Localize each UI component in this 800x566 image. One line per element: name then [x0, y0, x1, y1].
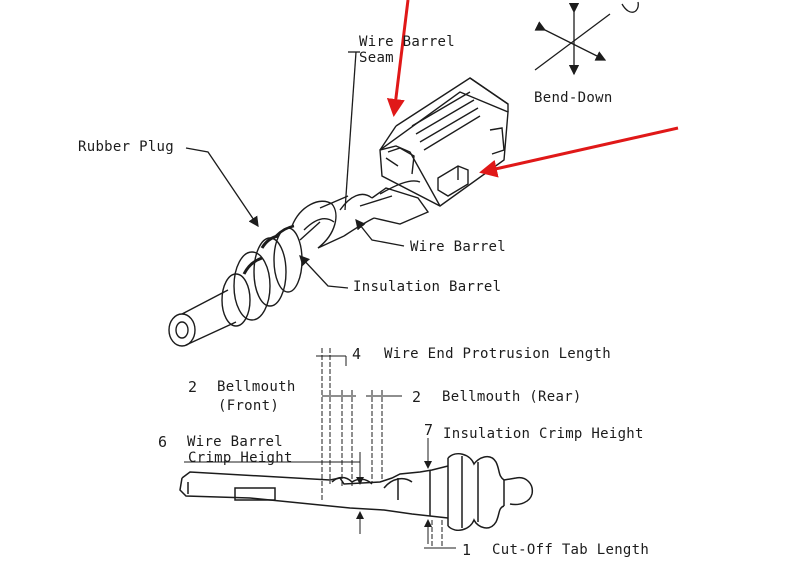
dim-1-number: 1: [462, 541, 472, 559]
dim-7-number: 7: [424, 421, 434, 439]
bend-down-indicator: [534, 1, 639, 76]
dim-7-label: Insulation Crimp Height: [443, 426, 644, 442]
bend-down-label: Bend-Down: [534, 90, 613, 106]
dim-6-number: 6: [158, 433, 168, 451]
wire-barrel-seam-label-line1: Wire Barrel: [359, 34, 456, 50]
dim-2-front-sublabel: (Front): [218, 398, 280, 414]
leader-lines: [185, 51, 405, 289]
dim-6-sublabel: Crimp Height: [188, 450, 293, 466]
dim-4-label: Wire End Protrusion Length: [384, 346, 611, 362]
wire-barrel-seam-label-line2: Seam: [359, 50, 394, 66]
dimension-lines: [184, 348, 456, 549]
dim-2-front-number: 2: [188, 378, 198, 396]
rubber-plug-label: Rubber Plug: [78, 139, 175, 155]
terminal-side-view: [179, 453, 534, 531]
dim-2-rear-number: 2: [412, 388, 422, 406]
dim-2-rear-label: Bellmouth (Rear): [442, 389, 582, 405]
terminal-3d-drawing: [168, 77, 509, 347]
dim-1-label: Cut-Off Tab Length: [492, 542, 650, 558]
dim-2-front-label: Bellmouth: [217, 379, 296, 395]
dim-4-number: 4: [352, 345, 362, 363]
dim-6-label: Wire Barrel: [187, 434, 284, 450]
insulation-barrel-label: Insulation Barrel: [353, 279, 502, 295]
wire-barrel-label: Wire Barrel: [410, 239, 507, 255]
red-annotation-arrows: [386, 0, 679, 178]
